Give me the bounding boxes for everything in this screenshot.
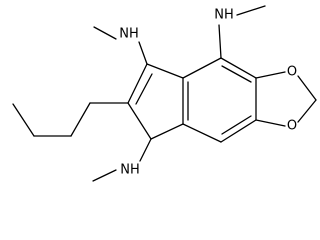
- bond-c1-c7a: [146, 63, 184, 79]
- bond-c3-c3a: [150, 123, 184, 140]
- bond-o-top-ch2: [297, 75, 317, 101]
- bond-ch2-o-bottom: [297, 99, 317, 123]
- bond-c3-nh-bottom: [139, 138, 152, 162]
- bond-c7a2-o-top: [255, 71, 286, 79]
- bond-o-bottom-c3a2: [255, 119, 286, 127]
- bond-c3a2-c4: [220, 119, 257, 143]
- structure-diagram: NH NH NH O O: [12, 5, 317, 182]
- bond-c4-c3a: [182, 123, 222, 143]
- bond-c7a-c7: [182, 57, 222, 79]
- bond-nh-bottom-methyl: [92, 169, 117, 182]
- bond-c3a2-c4-double: [221, 115, 252, 135]
- bond-nh-right-methyl: [236, 5, 266, 16]
- bond-c2-c3: [127, 102, 152, 140]
- bond-nh-left-c1: [138, 41, 148, 65]
- atom-label-nh-bottom: NH: [120, 163, 140, 178]
- molecule-drawing: NH NH NH O O: [12, 5, 317, 182]
- bond-methyl-nh-left: [93, 26, 117, 40]
- atom-label-nh-right: NH: [214, 8, 234, 23]
- bond-nh-right-c7: [218, 24, 222, 59]
- atom-label-nh-left: NH: [119, 27, 139, 42]
- bond-c7-c7a2-double: [221, 65, 252, 83]
- atom-label-o-top: O: [287, 65, 297, 80]
- bond-c7-c7a2: [220, 57, 257, 79]
- atom-label-o-bottom: O: [287, 119, 297, 134]
- bond-c1-c2-double: [135, 73, 153, 105]
- bond-c1-c2: [127, 63, 148, 104]
- bond-butyl1-butyl2: [70, 102, 91, 137]
- bond-butyl3-butyl4: [12, 103, 35, 137]
